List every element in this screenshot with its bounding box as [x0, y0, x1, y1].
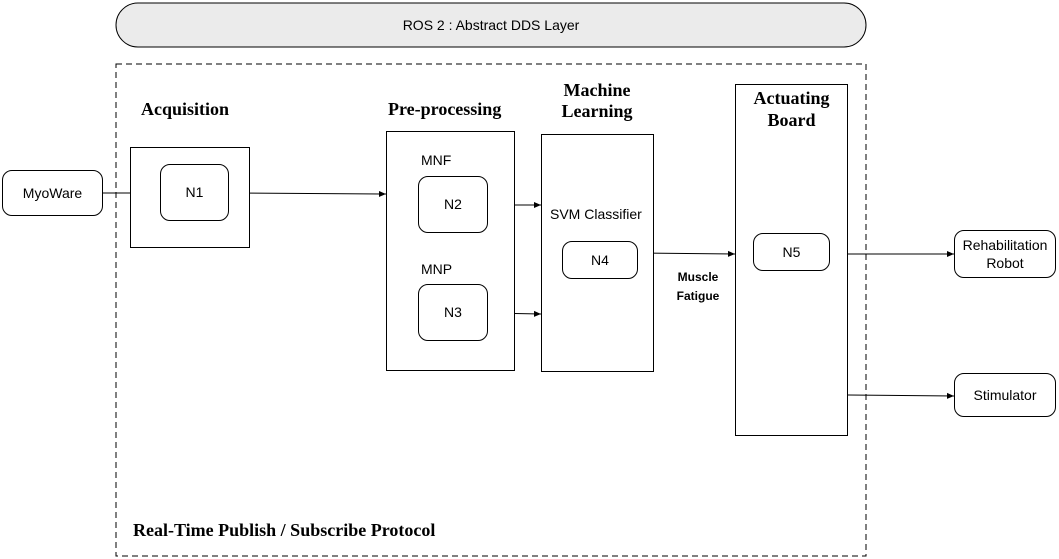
- muscle-fatigue-label-line1: Muscle: [677, 270, 719, 284]
- machine-learning-title-line2: Learning: [561, 101, 633, 121]
- acquisition-title: Acquisition: [141, 99, 230, 119]
- edge-actuating-stimulator: [847, 392, 955, 399]
- myoware-sensor: MyoWare: [2, 170, 103, 216]
- edge-n4-actuating: [637, 250, 736, 257]
- node-n5: N5: [753, 233, 830, 271]
- stimulator: Stimulator: [954, 373, 1056, 417]
- svm-classifier-label: SVM Classifier: [550, 206, 642, 222]
- protocol-label: Real-Time Publish / Subscribe Protocol: [133, 520, 436, 540]
- actuating-board-title-line1: Actuating: [753, 88, 830, 108]
- preprocessing-title: Pre-processing: [388, 99, 502, 119]
- rehabilitation-robot-line1: Rehabilitation: [962, 236, 1048, 253]
- rehabilitation-robot: Rehabilitation Robot: [954, 230, 1056, 278]
- mnp-label: MNP: [421, 261, 453, 277]
- machine-learning-title-line1: Machine: [563, 80, 631, 100]
- rehabilitation-robot-line2: Robot: [986, 255, 1024, 271]
- actuating-board-title-line2: Board: [767, 110, 816, 130]
- node-n3: N3: [418, 284, 488, 341]
- mnf-label: MNF: [421, 152, 452, 168]
- muscle-fatigue-label-line2: Fatigue: [676, 289, 720, 303]
- node-n2: N2: [418, 176, 488, 233]
- edge-n1-preprocessing: [228, 190, 387, 197]
- ros-layer-label: ROS 2 : Abstract DDS Layer: [402, 17, 580, 33]
- ros-layer-pill: [115, 2, 867, 48]
- node-n4: N4: [562, 241, 638, 279]
- node-n1: N1: [160, 164, 229, 221]
- protocol-frame: [115, 63, 867, 557]
